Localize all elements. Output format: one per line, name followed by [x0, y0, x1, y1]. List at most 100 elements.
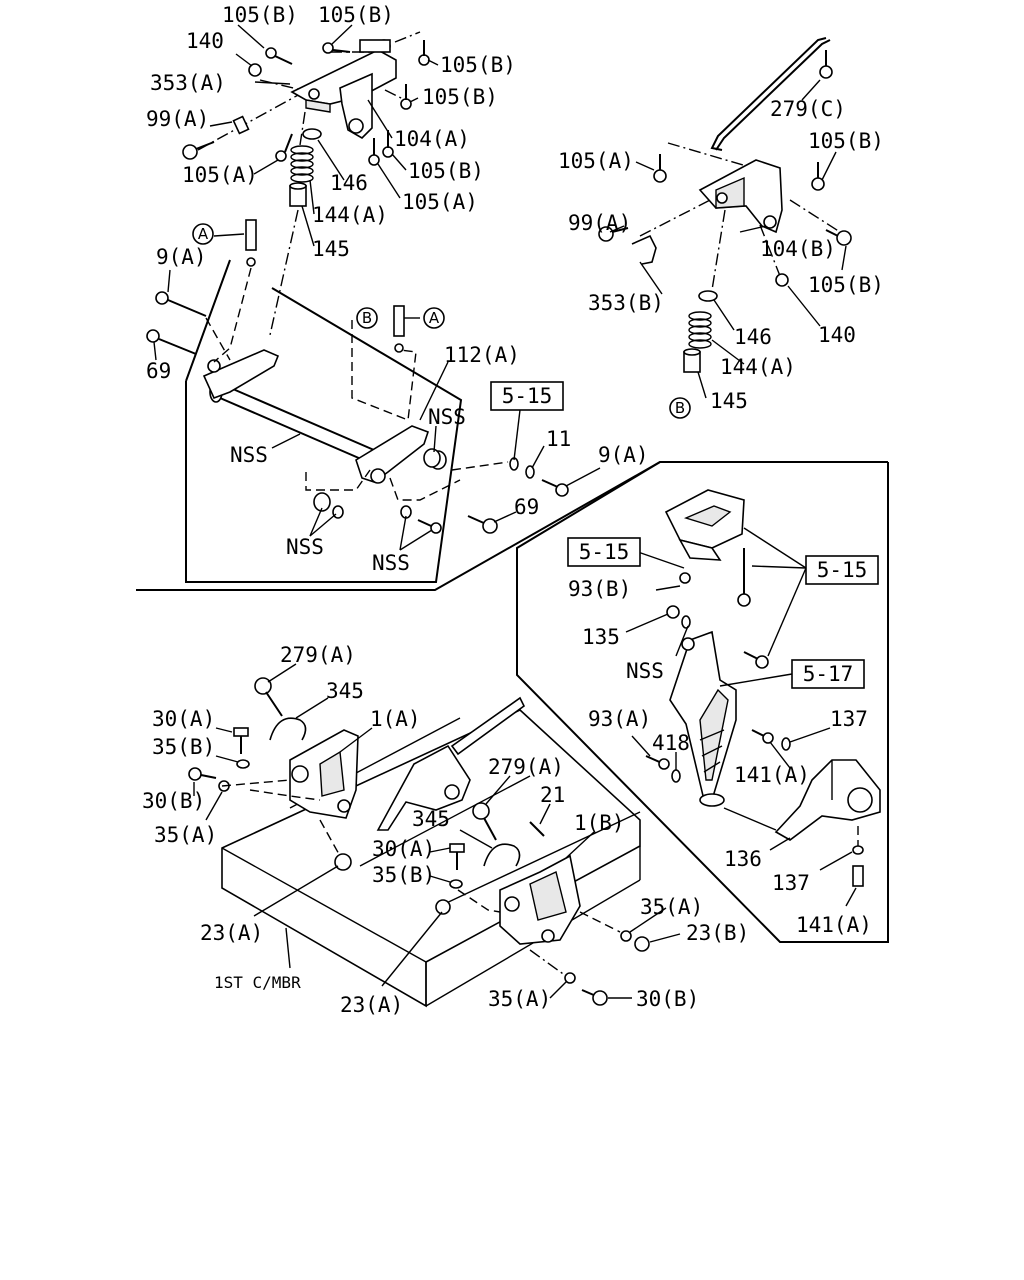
nut-135: [666, 605, 680, 619]
label-141a: 141(A): [796, 913, 872, 937]
label-140: 140: [186, 29, 224, 53]
label-136: 136: [724, 847, 762, 871]
label-35b: 35(B): [152, 735, 215, 759]
bolt-105b-g: [825, 229, 852, 246]
bolt-9a: [155, 291, 207, 317]
spring-144a-b: [688, 311, 712, 349]
washer-35a-c: [564, 972, 576, 984]
nut-23a-b: [435, 899, 451, 915]
bolt-105b-a: [265, 47, 293, 65]
stopper-146-b: [698, 290, 718, 302]
label-1b: 1(B): [574, 811, 625, 835]
washer-137: [781, 737, 791, 751]
nut-140-b: [775, 273, 789, 287]
washer-418: [671, 769, 681, 783]
bolt-105b-d: [400, 84, 412, 110]
washer-nss-b: [681, 615, 691, 629]
label-nss: NSS: [230, 443, 268, 467]
label-418: 418: [652, 731, 690, 755]
label-104b: 104(B): [760, 237, 836, 261]
label-279a: 279(A): [280, 643, 356, 667]
bolt-105a-c: [653, 154, 667, 183]
label-30b: 30(B): [636, 987, 699, 1011]
label-105b: 105(B): [222, 3, 298, 27]
bolt-93a: [645, 755, 670, 770]
washer-35b-b: [449, 879, 463, 889]
label-99a: 99(A): [146, 107, 209, 131]
bolt-30a: [233, 727, 249, 754]
svg-text:5-15: 5-15: [579, 540, 630, 564]
label-30a: 30(A): [372, 837, 435, 861]
label-353b: 353(B): [588, 291, 664, 315]
label-112a: 112(A): [444, 343, 520, 367]
bolt-105b-c: [418, 40, 430, 66]
clamp-345: [269, 717, 307, 741]
upper-right-bracket-assembly: [598, 37, 852, 373]
circle-callout-b-1: B: [356, 307, 378, 329]
label-cross-member: 1ST C/MBR: [214, 973, 301, 992]
label-145: 145: [710, 389, 748, 413]
bolt-69-b: [467, 515, 498, 534]
bolt-279a-b: [472, 802, 497, 841]
washer-35b: [236, 759, 250, 769]
leader-lines: [153, 24, 857, 999]
bolt-141a: [751, 729, 774, 744]
label-23a: 23(A): [200, 921, 263, 945]
nut-23a: [334, 853, 352, 871]
circle-callout-a-1: A: [192, 223, 214, 245]
label-9a: 9(A): [156, 245, 207, 269]
circle-callout-b-2: B: [669, 397, 691, 419]
label-353a: 353(A): [150, 71, 226, 95]
pin-b: [393, 305, 405, 353]
label-345: 345: [326, 679, 364, 703]
bolt-69: [146, 329, 197, 355]
stud-21: [529, 821, 545, 837]
label-21: 21: [540, 783, 565, 807]
pin-a: [245, 219, 257, 267]
label-35a: 35(A): [488, 987, 551, 1011]
label-141a: 141(A): [734, 763, 810, 787]
label-105a: 105(A): [402, 190, 478, 214]
label-69: 69: [514, 495, 539, 519]
label-105b: 105(B): [422, 85, 498, 109]
label-nss: NSS: [428, 405, 466, 429]
ref-box-5-15-c: 5-15: [805, 555, 879, 585]
svg-text:B: B: [362, 309, 372, 327]
stopper-146: [302, 128, 322, 140]
label-35a: 35(A): [640, 895, 703, 919]
label-69: 69: [146, 359, 171, 383]
label-279a: 279(A): [488, 755, 564, 779]
label-23b: 23(B): [686, 921, 749, 945]
label-105b: 105(B): [408, 159, 484, 183]
label-145: 145: [312, 237, 350, 261]
bolt-105b-b: [322, 42, 351, 54]
label-104a: 104(A): [394, 127, 470, 151]
label-105b: 105(B): [440, 53, 516, 77]
svg-text:A: A: [429, 309, 440, 327]
bushing-nss-c: [400, 505, 442, 534]
label-nss: NSS: [626, 659, 664, 683]
label-99a: 99(A): [568, 211, 631, 235]
label-140: 140: [818, 323, 856, 347]
label-144a: 144(A): [312, 203, 388, 227]
bolt-9a-b: [541, 479, 569, 497]
label-105a: 105(A): [558, 149, 634, 173]
clip-353b: [631, 234, 657, 265]
ref-box-5-17: 5-17: [791, 659, 865, 689]
bolt-99a-b: [598, 226, 629, 242]
spring-144a: [290, 145, 314, 183]
label-nss: NSS: [286, 535, 324, 559]
svg-text:5-15: 5-15: [502, 384, 553, 408]
nut-140: [248, 63, 262, 77]
bolt-105b-e: [382, 130, 394, 158]
label-35a: 35(A): [154, 823, 217, 847]
bolt-5-15: [743, 651, 769, 669]
label-345: 345: [412, 807, 450, 831]
ref-box-5-15-a: 5-15: [490, 381, 564, 411]
label-23a: 23(A): [340, 993, 403, 1017]
label-135: 135: [582, 625, 620, 649]
label-105b: 105(B): [808, 129, 884, 153]
part-labels: 105(B) 105(B) 140 105(B) 353(A) 105(B) 9…: [142, 3, 884, 1017]
clamp-345-b: [483, 843, 521, 867]
washer-137-b: [852, 845, 864, 855]
